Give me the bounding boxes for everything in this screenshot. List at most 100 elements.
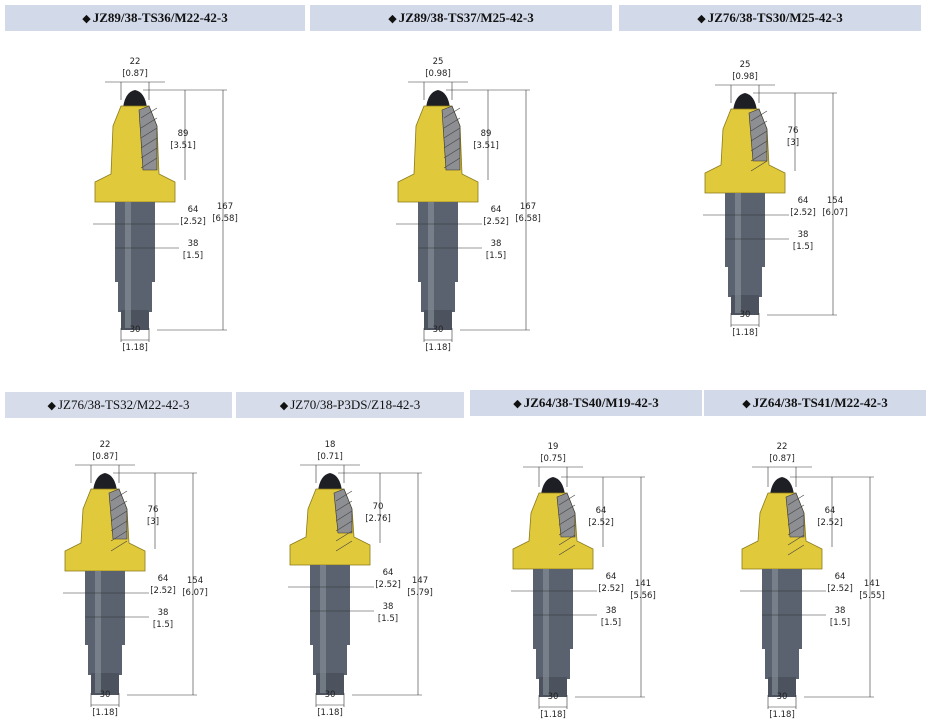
- shank-lower: [536, 647, 570, 679]
- dimension-label: 167: [520, 202, 536, 212]
- dimension-label: 64: [596, 506, 607, 516]
- shank-lower: [728, 265, 762, 297]
- dimension-label: [2.52]: [827, 584, 853, 594]
- pick-drawing-4: 22[0.87]76[3]154[6.07]64[2.52]38[1.5]30[…: [63, 440, 208, 718]
- product-title-text: JZ64/38-TS40/M19-42-3: [523, 395, 659, 410]
- shank-lower: [765, 647, 799, 679]
- dimension-label: 18: [325, 440, 336, 450]
- diamond-bullet-icon: ◆: [388, 12, 397, 25]
- dimension-label: 30: [325, 690, 336, 700]
- dimension-label: [1.18]: [122, 343, 148, 353]
- pick-drawing-1: 22[0.87]89[3.51]167[6.58]64[2.52]38[1.5]…: [93, 57, 238, 353]
- dimension-label: [0.75]: [540, 454, 566, 464]
- dimension-label: 30: [548, 692, 559, 702]
- pick-drawing-5: 18[0.71]70[2.76]147[5.79]64[2.52]38[1.5]…: [288, 440, 433, 718]
- dimension-label: 38: [188, 239, 199, 249]
- dimension-label: [1.5]: [378, 614, 398, 624]
- dimension-label: [1.5]: [793, 242, 813, 252]
- dimension-label: 64: [798, 196, 809, 206]
- dimension-label: [3.51]: [170, 141, 196, 151]
- dimension-label: 64: [825, 506, 836, 516]
- dimension-label: 64: [383, 568, 394, 578]
- dimension-label: 89: [178, 129, 189, 139]
- dimension-label: [1.18]: [317, 708, 343, 718]
- pick-body: [512, 477, 594, 697]
- dimension-label: 76: [788, 126, 799, 136]
- dimension-label: 30: [777, 692, 788, 702]
- steel-head: [289, 488, 371, 566]
- product-title-text: JZ76/38-TS32/M22-42-3: [58, 397, 190, 412]
- shank-lower: [313, 643, 347, 675]
- dimension-label: [2.76]: [365, 514, 391, 524]
- pick-body: [704, 93, 786, 315]
- dimension-label: [1.5]: [183, 251, 203, 261]
- product-title-text: JZ89/38-TS37/M25-42-3: [398, 10, 534, 25]
- pick-body: [397, 90, 479, 330]
- dimension-label: [1.5]: [486, 251, 506, 261]
- product-title-6: ◆JZ64/38-TS40/M19-42-3: [470, 390, 702, 416]
- dimension-label: [6.07]: [822, 208, 848, 218]
- dimension-label: 154: [187, 576, 203, 586]
- dimension-label: 64: [158, 574, 169, 584]
- dimension-label: 154: [827, 196, 843, 206]
- carbide-tip: [93, 473, 117, 491]
- dimension-label: 25: [740, 60, 751, 70]
- dimension-label: [0.98]: [425, 69, 451, 79]
- shank-upper: [533, 569, 573, 649]
- diamond-bullet-icon: ◆: [513, 397, 522, 410]
- steel-head: [741, 492, 823, 570]
- dimension-label: 38: [491, 239, 502, 249]
- dimension-label: 30: [740, 310, 751, 320]
- dimension-label: [2.52]: [483, 217, 509, 227]
- dimension-label: 64: [491, 205, 502, 215]
- section-hatch: [748, 108, 768, 162]
- product-title-1: ◆JZ89/38-TS36/M22-42-3: [5, 5, 305, 31]
- dimension-label: 19: [548, 442, 559, 452]
- diamond-bullet-icon: ◆: [742, 397, 751, 410]
- dimension-label: 30: [130, 325, 141, 335]
- product-title-2: ◆JZ89/38-TS37/M25-42-3: [310, 5, 612, 31]
- shank-upper: [115, 202, 155, 282]
- shank-upper: [418, 202, 458, 282]
- shank-upper: [725, 193, 765, 267]
- diamond-bullet-icon: ◆: [82, 12, 91, 25]
- dimension-label: [1.18]: [769, 710, 795, 720]
- product-title-7: ◆JZ64/38-TS41/M22-42-3: [704, 390, 926, 416]
- shank-upper: [310, 565, 350, 645]
- carbide-tip: [733, 93, 757, 111]
- carbide-tip: [123, 90, 147, 108]
- dimension-label: [3]: [147, 517, 159, 527]
- dimension-label: [1.18]: [92, 708, 118, 718]
- dimension-label: 22: [777, 442, 788, 452]
- steel-head: [94, 105, 176, 203]
- dimension-label: [6.07]: [182, 588, 208, 598]
- dimension-label: [2.52]: [375, 580, 401, 590]
- dimension-label: [0.98]: [732, 72, 758, 82]
- dimension-label: 30: [433, 325, 444, 335]
- pick-drawing-2: 25[0.98]89[3.51]167[6.58]64[2.52]38[1.5]…: [396, 57, 541, 353]
- carbide-tip: [541, 477, 565, 495]
- dimension-label: [1.18]: [732, 328, 758, 338]
- dimension-label: 38: [383, 602, 394, 612]
- shank-upper: [85, 571, 125, 645]
- dimension-label: [1.5]: [601, 618, 621, 628]
- dimension-label: [6.58]: [212, 214, 238, 224]
- dimension-label: [5.55]: [859, 591, 885, 601]
- product-title-3: ◆JZ76/38-TS30/M25-42-3: [619, 5, 921, 31]
- product-title-text: JZ76/38-TS30/M25-42-3: [707, 10, 843, 25]
- pick-drawing-7: 22[0.87]64[2.52]141[5.55]64[2.52]38[1.5]…: [740, 442, 885, 720]
- steel-head: [512, 492, 594, 570]
- pick-body: [94, 90, 176, 330]
- dimension-label: [2.52]: [588, 518, 614, 528]
- product-title-text: JZ89/38-TS36/M22-42-3: [92, 10, 228, 25]
- steel-head: [64, 488, 146, 572]
- dimension-label: [0.87]: [122, 69, 148, 79]
- dimension-label: [3.51]: [473, 141, 499, 151]
- pick-body: [64, 473, 146, 695]
- dimension-label: [0.71]: [317, 452, 343, 462]
- carbide-tip: [770, 477, 794, 495]
- pick-drawing-3: 25[0.98]76[3]154[6.07]64[2.52]38[1.5]30[…: [703, 60, 848, 338]
- product-title-text: JZ70/38-P3DS/Z18-42-3: [290, 397, 421, 412]
- steel-head: [397, 105, 479, 203]
- dimension-label: 22: [130, 57, 141, 67]
